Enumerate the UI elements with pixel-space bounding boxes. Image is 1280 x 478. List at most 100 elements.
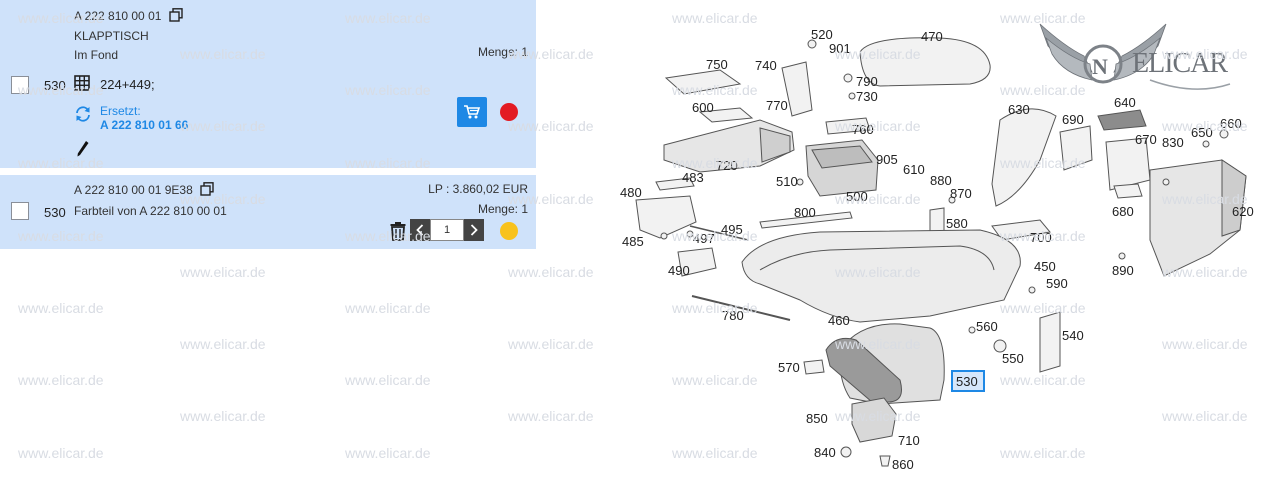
part-label-840[interactable]: 840 — [814, 445, 836, 460]
part-label-690[interactable]: 690 — [1062, 112, 1084, 127]
part-label-580[interactable]: 580 — [946, 216, 968, 231]
logo-ring — [1083, 44, 1123, 84]
part-label-610[interactable]: 610 — [903, 162, 925, 177]
part-label-680[interactable]: 680 — [1112, 204, 1134, 219]
part-label-830[interactable]: 830 — [1162, 135, 1184, 150]
copy-icon[interactable] — [200, 182, 214, 196]
quantity-decrement-button[interactable] — [410, 219, 430, 241]
diagram-drawing — [635, 37, 1247, 467]
part-label-710[interactable]: 710 — [898, 433, 920, 448]
trash-icon[interactable] — [389, 221, 407, 241]
replaced-part-link[interactable]: A 222 810 01 66 — [100, 118, 189, 132]
part-label-590[interactable]: 590 — [1046, 276, 1068, 291]
add-to-cart-button[interactable] — [457, 97, 487, 127]
part-label-890[interactable]: 890 — [1112, 263, 1134, 278]
part-label-600[interactable]: 600 — [692, 100, 714, 115]
part-label-620[interactable]: 620 — [1232, 204, 1254, 219]
refresh-icon — [76, 106, 90, 122]
copy-icon[interactable] — [169, 8, 183, 22]
watermark: www.elicar.de — [180, 336, 266, 352]
part-label-740[interactable]: 740 — [755, 58, 777, 73]
part-label-905[interactable]: 905 — [876, 152, 898, 167]
part-label-560[interactable]: 560 — [976, 319, 998, 334]
watermark: www.elicar.de — [345, 445, 431, 461]
watermark: www.elicar.de — [345, 300, 431, 316]
part-label-497[interactable]: 497 — [693, 231, 715, 246]
part-label-490[interactable]: 490 — [668, 263, 690, 278]
part-label-470[interactable]: 470 — [921, 29, 943, 44]
part-label-460[interactable]: 460 — [828, 313, 850, 328]
quantity-stepper: 1 — [410, 219, 484, 241]
cart-icon — [464, 105, 481, 119]
part-card-farbteil: A 222 810 00 01 9E38 LP : 3.860,02 EUR 5… — [0, 175, 536, 249]
watermark: www.elicar.de — [508, 408, 594, 424]
logo-monogram: N — [1092, 54, 1108, 79]
chevron-right-icon — [470, 224, 478, 236]
watermark: www.elicar.de — [18, 372, 104, 388]
part-label-630[interactable]: 630 — [1008, 102, 1030, 117]
part-label-860[interactable]: 860 — [892, 457, 914, 472]
part-label-750[interactable]: 750 — [706, 57, 728, 72]
part-label-510[interactable]: 510 — [776, 174, 798, 189]
logo-swoosh — [1149, 79, 1231, 90]
position-note: Im Fond — [74, 48, 119, 62]
pencil-icon[interactable] — [76, 140, 90, 158]
watermark: www.elicar.de — [345, 372, 431, 388]
part-name: KLAPPTISCH — [74, 29, 149, 43]
part-label-760[interactable]: 760 — [852, 122, 874, 137]
quantity-label: Menge: 1 — [477, 202, 528, 216]
watermark: www.elicar.de — [508, 336, 594, 352]
part-label-540[interactable]: 540 — [1062, 328, 1084, 343]
position-number: 530 — [44, 78, 66, 93]
part-label-880[interactable]: 880 — [930, 173, 952, 188]
part-label-770[interactable]: 770 — [766, 98, 788, 113]
part-label-450[interactable]: 450 — [1034, 259, 1056, 274]
part-number: A 222 810 00 01 9E38 — [74, 182, 214, 197]
part-label-500[interactable]: 500 — [846, 189, 868, 204]
highlighted-part-number: 530 — [956, 374, 978, 389]
list-price: LP : 3.860,02 EUR — [428, 182, 528, 196]
part-label-720[interactable]: 720 — [716, 158, 738, 173]
logo-text: ELICAR — [1132, 48, 1228, 79]
part-name: Farbteil von A 222 810 00 01 — [74, 204, 227, 218]
part-label-550[interactable]: 550 — [1002, 351, 1024, 366]
part-label-870[interactable]: 870 — [950, 186, 972, 201]
quantity-label: Menge: 1 — [477, 45, 528, 59]
quantity-increment-button[interactable] — [464, 219, 484, 241]
watermark: www.elicar.de — [508, 264, 594, 280]
availability-status-dot-yellow — [500, 222, 518, 240]
part-label-660[interactable]: 660 — [1220, 116, 1242, 131]
elicar-logo: N ELICAR — [1039, 23, 1231, 90]
grid-icon[interactable] — [74, 75, 90, 91]
part-labels: 520 901 470 750 740 790 730 600 770 760 … — [620, 27, 1254, 472]
part-label-520[interactable]: 520 — [811, 27, 833, 42]
chevron-left-icon — [416, 224, 424, 236]
highlight-box — [951, 370, 985, 392]
part-label-495[interactable]: 495 — [721, 222, 743, 237]
part-label-790[interactable]: 790 — [856, 74, 878, 89]
part-label-570[interactable]: 570 — [778, 360, 800, 375]
part-label-640[interactable]: 640 — [1114, 95, 1136, 110]
part-label-700[interactable]: 700 — [1030, 230, 1052, 245]
part-label-730[interactable]: 730 — [856, 89, 878, 104]
part-label-901[interactable]: 901 — [829, 41, 851, 56]
eagle-wings-icon — [1039, 23, 1167, 81]
select-checkbox[interactable] — [11, 202, 29, 220]
watermark: www.elicar.de — [18, 300, 104, 316]
availability-status-dot-red — [500, 103, 518, 121]
part-label-780[interactable]: 780 — [722, 308, 744, 323]
select-checkbox[interactable] — [11, 76, 29, 94]
part-label-530-highlighted[interactable]: 530 — [951, 370, 985, 392]
table-reference[interactable]: 224+449; — [100, 77, 155, 92]
replaced-label: Ersetzt: — [100, 104, 141, 118]
part-card-klapptisch: A 222 810 00 01 KLAPPTISCH Im Fond Menge… — [0, 0, 536, 168]
part-label-485[interactable]: 485 — [622, 234, 644, 249]
part-label-670[interactable]: 670 — [1135, 132, 1157, 147]
part-label-480[interactable]: 480 — [620, 185, 642, 200]
part-label-483[interactable]: 483 — [682, 170, 704, 185]
part-number: A 222 810 00 01 — [74, 8, 183, 23]
part-label-800[interactable]: 800 — [794, 205, 816, 220]
quantity-input[interactable]: 1 — [430, 219, 464, 241]
part-label-650[interactable]: 650 — [1191, 125, 1213, 140]
part-label-850[interactable]: 850 — [806, 411, 828, 426]
